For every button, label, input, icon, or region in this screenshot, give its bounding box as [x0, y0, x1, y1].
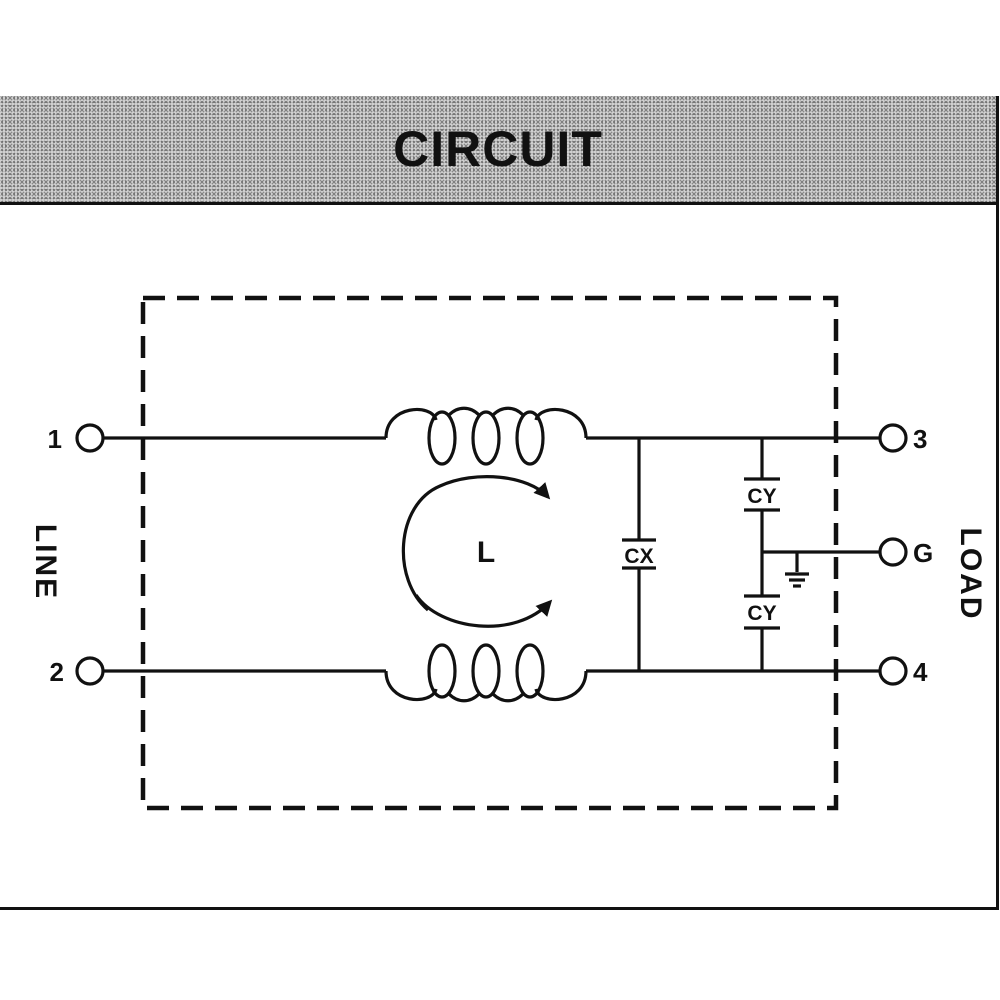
terminal-4: [878, 656, 908, 686]
inductor-label: L: [477, 536, 495, 569]
terminal-4-label: 4: [913, 657, 928, 687]
terminal-2: [75, 656, 105, 686]
terminal-1-label: 1: [48, 424, 62, 454]
cy-top-label: CY: [747, 485, 776, 508]
cx-label: CX: [624, 545, 653, 568]
chassis-ground-icon: [785, 552, 809, 588]
filter-enclosure: [140, 295, 839, 811]
title-bar: [0, 96, 996, 205]
diagram-frame: [0, 96, 999, 910]
inductor-top-coil: [384, 406, 588, 466]
cy-bottom-label: CY: [747, 602, 776, 625]
terminal-1: [75, 423, 105, 453]
terminal-2-label: 2: [50, 657, 64, 687]
terminal-3-label: 3: [913, 424, 927, 454]
line-side-label: LINE: [29, 524, 62, 600]
page-title: CIRCUIT: [393, 121, 603, 177]
terminal-g-label: G: [913, 538, 933, 568]
flux-arrow-lower: [414, 594, 553, 628]
inductor-bottom-coil: [384, 643, 588, 703]
load-side-label: LOAD: [954, 528, 987, 621]
flux-arrow-upper: [401, 475, 551, 612]
terminal-g: [878, 537, 908, 567]
terminal-3: [878, 423, 908, 453]
